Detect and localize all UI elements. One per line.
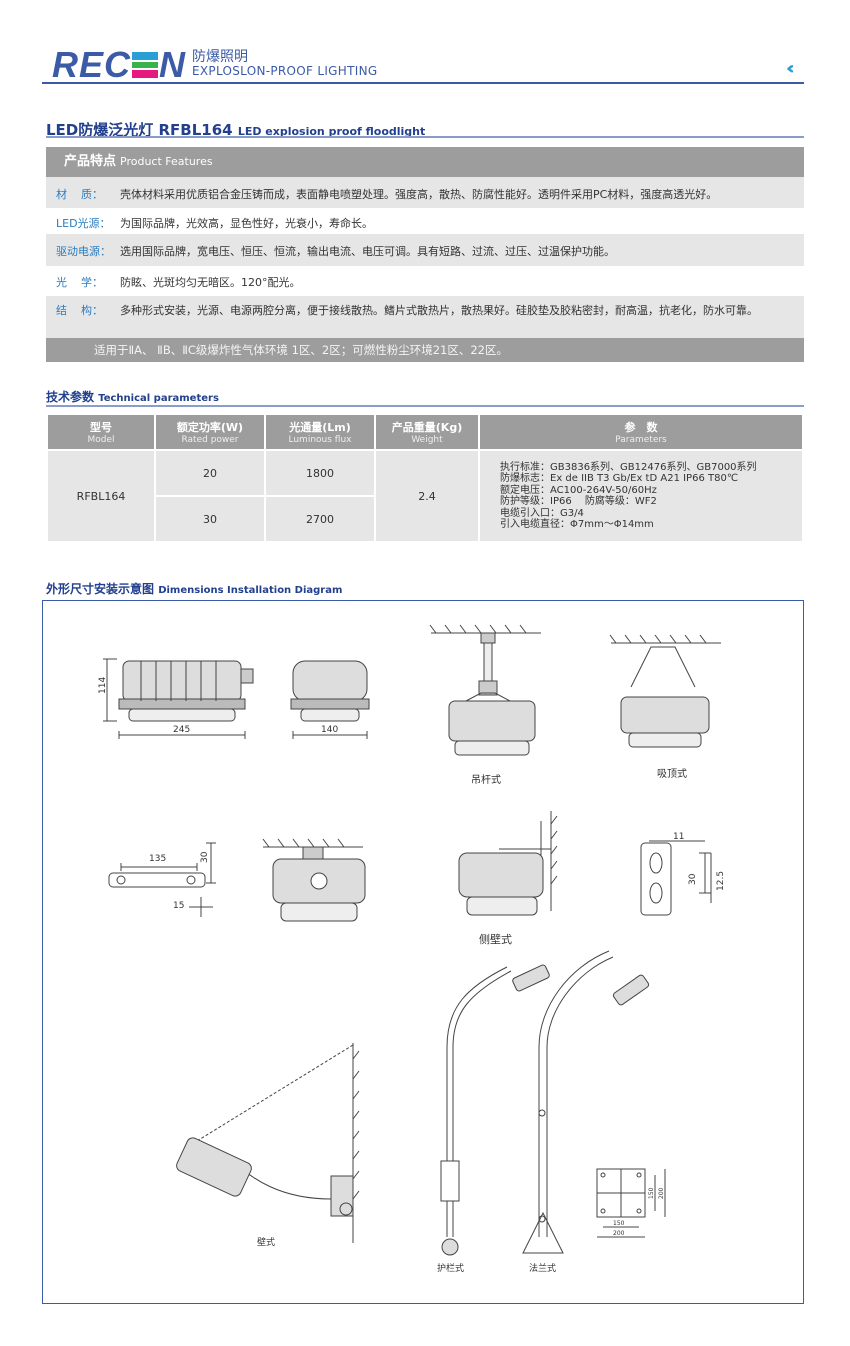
dim-plate-150-v: 150	[648, 1187, 655, 1199]
brand-name-en: EXPLOSLON-PROOF LIGHTING	[192, 64, 378, 78]
dim-11: 11	[673, 832, 684, 842]
col-flux: 光通量(Lm)Luminous flux	[264, 413, 376, 451]
dim-plate-200-v: 200	[658, 1187, 665, 1199]
col-weight: 产品重量(Kg)Weight	[374, 413, 480, 451]
brand-name-cn: 防爆照明	[192, 49, 248, 65]
flux-cell: 2700	[264, 495, 376, 543]
param-line: 电缆引入口：G3/4	[500, 507, 584, 519]
weight-cell: 2.4	[374, 449, 480, 543]
diagram-section-title: 外形尺寸安装示意图 Dimensions Installation Diagra…	[46, 582, 343, 596]
dim-114: 114	[98, 677, 108, 694]
feature-row: 光 学：防眩、光斑均匀无暗区。120°配光。	[56, 276, 301, 289]
param-line: 执行标准：GB3836系列、GB12476系列、GB7000系列	[500, 461, 757, 473]
feature-row: 材 质：壳体材料采用优质铝合金压铸而成，表面静电喷塑处理。强度高，散热、防腐性能…	[46, 177, 804, 208]
page-title: LED防爆泛光灯 RFBL164 LED explosion proof flo…	[46, 121, 426, 139]
wall-plate-drawing	[640, 840, 712, 916]
title-divider	[46, 136, 804, 138]
pendant-mount-drawing	[429, 624, 541, 756]
feature-row: 驱动电源：选用国际品牌，宽电压、恒压、恒流，输出电流、电压可调。具有短路、过流、…	[46, 234, 804, 266]
dim-245: 245	[173, 725, 190, 735]
dim-135: 135	[149, 854, 166, 864]
side-view-drawing	[290, 660, 370, 739]
param-line: 防爆标志：Ex de IIB T3 Gb/Ex tD A21 IP66 T80℃	[500, 473, 739, 484]
tech-section-title: 技术参数 Technical parameters	[46, 390, 219, 404]
label-side-wall: 侧壁式	[479, 932, 512, 946]
front-view-drawing	[103, 658, 254, 739]
ceiling-mount-drawing	[609, 634, 721, 748]
dim-plate-200-h: 200	[613, 1230, 625, 1237]
param-line: 引入电缆直径：Φ7mm～Φ14mm	[500, 519, 654, 530]
dim-plate-150-h: 150	[613, 1220, 625, 1227]
power-cell: 20	[154, 449, 266, 497]
dim-30-plate: 30	[688, 873, 698, 885]
feature-row: LED光源：为国际品牌，光效高，显色性好，光衰小，寿命长。	[56, 217, 373, 230]
dim-12-5: 12.5	[716, 871, 726, 891]
label-pendant: 吊杆式	[471, 773, 501, 786]
params-cell: 执行标准：GB3836系列、GB12476系列、GB7000系列 防爆标志：Ex…	[478, 449, 804, 543]
flange-plate-drawing	[596, 1168, 666, 1238]
dim-30-bracket: 30	[200, 851, 210, 863]
label-guardrail: 护栏式	[437, 1262, 464, 1274]
flux-cell: 1800	[264, 449, 376, 497]
label-flange: 法兰式	[529, 1262, 556, 1274]
tech-divider	[46, 405, 804, 407]
wall-mount-drawing	[176, 1043, 360, 1243]
col-power: 额定功率(W)Rated power	[154, 413, 266, 451]
flange-pole-drawing	[522, 950, 650, 1254]
model-cell: RFBL164	[46, 449, 156, 543]
guardrail-pole-drawing	[440, 964, 550, 1256]
dim-15: 15	[173, 901, 184, 911]
bracket-front-drawing	[262, 838, 366, 922]
param-line: 额定电压：AC100-264V-50/60Hz	[500, 484, 657, 496]
label-wall: 壁式	[257, 1236, 275, 1248]
installation-diagram: 114 245 140 吊杆式 吸顶式 135 30 15 侧壁式 11 30 …	[98, 624, 726, 1274]
param-line: 防护等级：IP66 防腐等级：WF2	[500, 496, 657, 507]
power-cell: 30	[154, 495, 266, 543]
features-footer: 适用于ⅡA、 ⅡB、ⅡC级爆炸性气体环境 1区、2区；可燃性粉尘环境21区、22…	[46, 338, 804, 362]
label-ceiling: 吸顶式	[657, 767, 687, 780]
side-wall-mount-drawing	[458, 811, 558, 916]
feature-row: 结 构：多种形式安装，光源、电源两腔分离，便于接线散热。鳍片式散热片，散热果好。…	[46, 296, 804, 338]
dim-140: 140	[321, 725, 338, 735]
diagram-frame: 114 245 140 吊杆式 吸顶式 135 30 15 侧壁式 11 30 …	[42, 600, 804, 1304]
bracket-drawing	[108, 842, 216, 917]
header-divider	[42, 82, 804, 84]
double-chevron-left-icon[interactable]: ‹‹	[786, 58, 795, 79]
